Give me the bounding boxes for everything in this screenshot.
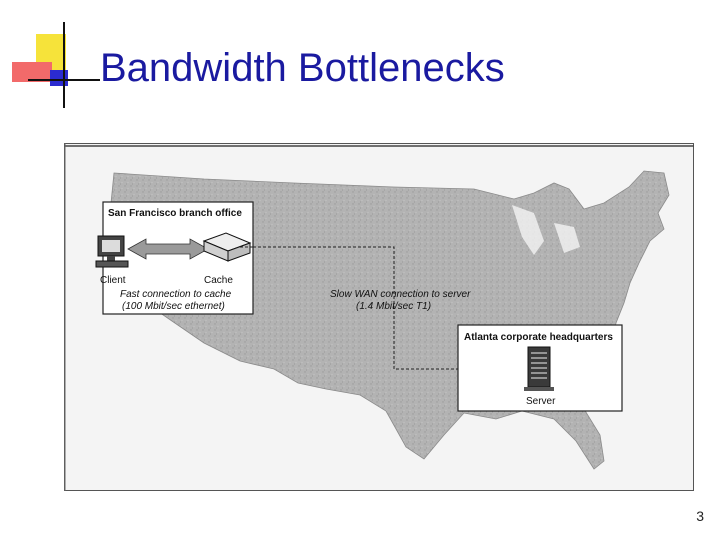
cache-label: Cache — [204, 275, 233, 286]
client-label: Client — [100, 275, 126, 286]
server-icon — [524, 346, 554, 391]
server-label: Server — [526, 396, 556, 407]
network-diagram: San Francisco branch office Client Cache… — [64, 143, 694, 491]
computer-icon — [95, 235, 129, 268]
wan-label-line1: Slow WAN connection to server — [330, 289, 471, 300]
logo-blue-block — [50, 70, 68, 86]
wan-label-line2: (1.4 Mbit/sec T1) — [356, 301, 431, 312]
logo-red-block — [12, 62, 52, 82]
slide-title: Bandwidth Bottlenecks — [100, 46, 505, 90]
wan-link-line — [253, 246, 512, 373]
atlanta-hq-title: Atlanta corporate headquarters — [464, 332, 613, 343]
page-number: 3 — [696, 508, 704, 524]
sf-office-title: San Francisco branch office — [108, 208, 242, 219]
fast-link-label-line1: Fast connection to cache — [120, 289, 232, 300]
slide-logo — [12, 22, 100, 108]
cache-icon — [202, 232, 252, 262]
fast-link-label-line2: (100 Mbit/sec ethernet) — [122, 301, 225, 312]
great-lakes — [512, 205, 580, 255]
